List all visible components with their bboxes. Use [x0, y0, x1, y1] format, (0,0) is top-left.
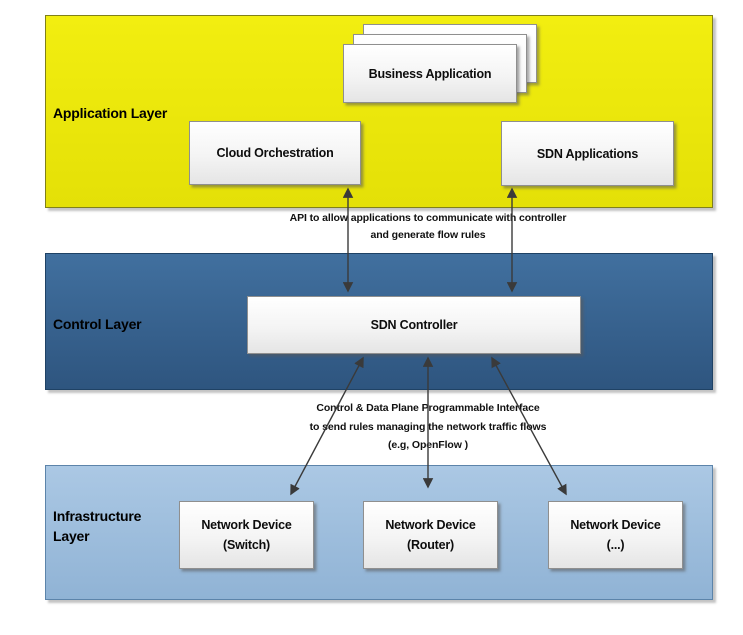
network-device-router-name: Network Device — [385, 518, 476, 532]
network-device-switch-name: Network Device — [201, 518, 292, 532]
control-layer: Control Layer SDN Controller — [45, 253, 713, 390]
sdn-controller-label: SDN Controller — [370, 318, 458, 332]
network-device-router-kind: (Router) — [406, 538, 454, 552]
infrastructure-layer-label: Infrastructure Layer — [53, 508, 142, 544]
network-device-router-node: Network Device (Router) — [363, 501, 498, 569]
sdn-applications-label: SDN Applications — [536, 146, 639, 161]
network-device-other-name: Network Device — [570, 518, 661, 532]
network-device-switch-node: Network Device (Switch) — [179, 501, 314, 569]
cdpi-annotation: Control & Data Plane Programmable Interf… — [177, 399, 679, 455]
cdpi-annotation-line1: Control & Data Plane Programmable Interf… — [316, 402, 540, 414]
api-annotation: API to allow applications to communicate… — [177, 210, 679, 244]
control-layer-label: Control Layer — [53, 316, 142, 332]
api-annotation-line1: API to allow applications to communicate… — [289, 212, 567, 224]
application-layer: Application Layer Business Application C… — [45, 15, 713, 208]
business-application-node: Business Application — [343, 44, 517, 103]
sdn-applications-node: SDN Applications — [501, 121, 674, 186]
cloud-orchestration-label: Cloud Orchestration — [216, 146, 334, 160]
application-layer-label: Application Layer — [53, 105, 168, 121]
cdpi-annotation-line2: to send rules managing the network traff… — [309, 420, 547, 433]
api-annotation-line2: and generate flow rules — [370, 229, 486, 241]
network-device-other-kind: (...) — [606, 538, 625, 552]
cdpi-annotation-line3: (e.g, OpenFlow ) — [387, 439, 469, 451]
cloud-orchestration-node: Cloud Orchestration — [189, 121, 361, 185]
network-device-switch-kind: (Switch) — [222, 538, 270, 552]
network-device-other-node: Network Device (...) — [548, 501, 683, 569]
infrastructure-layer: Infrastructure Layer Network Device (Swi… — [45, 465, 713, 600]
business-application-label: Business Application — [368, 66, 492, 81]
sdn-controller-node: SDN Controller — [247, 296, 581, 354]
